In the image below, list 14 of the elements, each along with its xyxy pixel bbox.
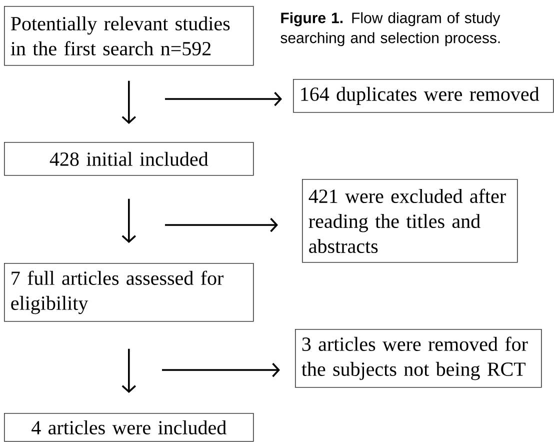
figure-caption: Figure 1. Flow diagram of study searching and selection process.: [280, 12, 500, 46]
arrow: [122, 348, 136, 393]
process-box: 421 were excluded after reading the titles and abstracts: [302, 179, 518, 263]
process-box: 7 full articles assessed for eligibility: [4, 263, 254, 322]
process-box: Potentially relevant studies in the first search n=592: [4, 6, 254, 66]
arrow: [165, 92, 282, 106]
arrow: [165, 218, 278, 232]
arrow: [162, 362, 280, 378]
process-box: 3 articles were removed for the subjects not being RCT: [295, 329, 542, 388]
arrow: [122, 80, 136, 124]
process-box: 164 duplicates were removed: [293, 79, 554, 113]
process-box: 4 articles were included: [4, 413, 254, 442]
process-box: 428 initial included: [4, 142, 254, 176]
arrow: [122, 198, 136, 243]
